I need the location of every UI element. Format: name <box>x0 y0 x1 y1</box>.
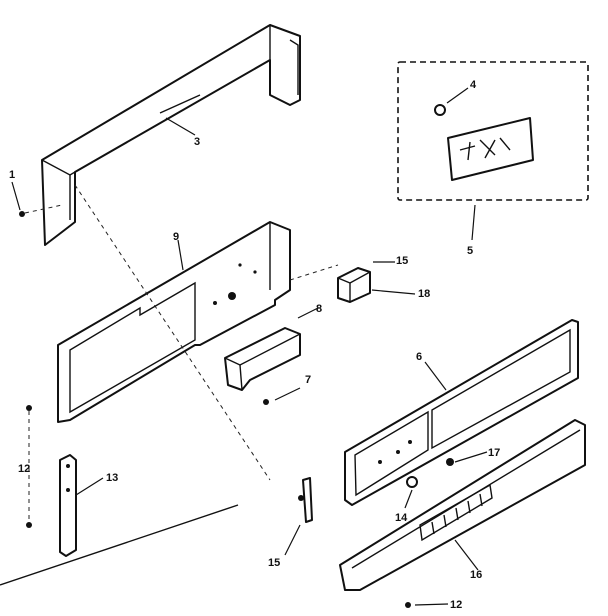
part-9-back-panel <box>57 221 291 423</box>
callout-12a: 12 <box>18 463 30 475</box>
callout-4: 4 <box>470 79 477 91</box>
part-5-kit-box <box>397 61 589 201</box>
part-1-screw <box>19 204 63 217</box>
part-15-18-bracket <box>337 267 371 303</box>
alignment-lines <box>74 184 339 481</box>
callout-17: 17 <box>488 447 500 459</box>
callout-15b: 15 <box>268 557 280 569</box>
part-12-screws <box>26 405 411 608</box>
floor-line <box>0 504 239 586</box>
leader-lines <box>11 87 488 606</box>
callout-8: 8 <box>316 303 322 315</box>
callout-6: 6 <box>416 351 422 363</box>
part-13-side-bracket <box>59 454 77 557</box>
callout-7: 7 <box>305 374 311 386</box>
callout-5: 5 <box>467 245 473 257</box>
part-17-14-knobs <box>406 458 454 488</box>
callouts: 1 3 4 5 6 7 8 9 12 12 13 14 15 15 16 17 … <box>9 79 500 611</box>
callout-15a: 15 <box>396 255 408 267</box>
callout-14: 14 <box>395 512 408 524</box>
part-3-top-trim <box>41 24 301 246</box>
callout-18: 18 <box>418 288 430 300</box>
callout-13: 13 <box>106 472 118 484</box>
part-8-housing <box>224 327 301 391</box>
callout-1: 1 <box>9 169 15 181</box>
part-15-lower-bracket <box>298 477 313 523</box>
callout-16: 16 <box>470 569 482 581</box>
callout-12b: 12 <box>450 599 462 611</box>
part-6-control-panel <box>344 319 579 506</box>
callout-3: 3 <box>194 136 200 148</box>
part-16-lower-trim <box>339 419 586 591</box>
part-7-screw <box>263 399 269 405</box>
callout-9: 9 <box>173 231 179 243</box>
